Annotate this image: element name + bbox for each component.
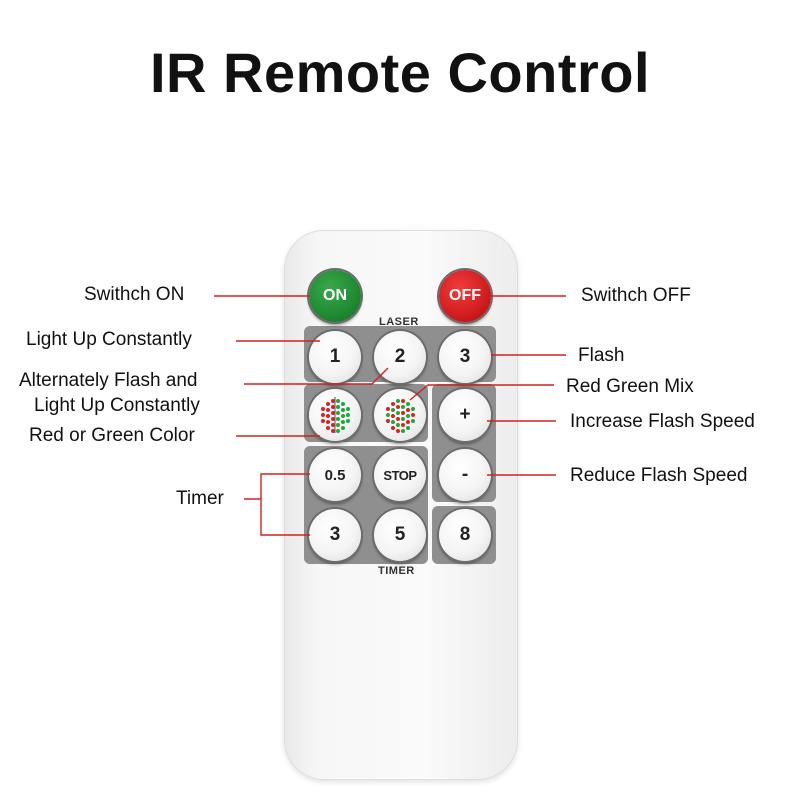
laser-label: LASER [379, 316, 419, 328]
red-green-mix-icon [386, 399, 415, 433]
off-button[interactable]: OFF [439, 270, 491, 322]
label-flash: Flash [578, 345, 625, 366]
button-2[interactable]: 2 [374, 331, 426, 383]
timer-0-5-button[interactable]: 0.5 [309, 449, 361, 501]
label-alternate-line1: Alternately Flash and [19, 370, 198, 391]
stop-button[interactable]: STOP [374, 449, 426, 501]
page-title: IR Remote Control [149, 41, 651, 104]
timer-label: TIMER [378, 565, 415, 577]
label-alternate-line2: Light Up Constantly [34, 395, 200, 416]
label-switch-on: Swithch ON [84, 284, 185, 305]
label-reduce: Reduce Flash Speed [570, 465, 748, 486]
button-3[interactable]: 3 [439, 331, 491, 383]
timer-3-button[interactable]: 3 [309, 509, 361, 561]
label-timer: Timer [176, 488, 224, 509]
label-red-green-mix: Red Green Mix [566, 376, 694, 397]
button-1[interactable]: 1 [309, 331, 361, 383]
label-increase: Increase Flash Speed [570, 411, 755, 432]
red-green-mix-button[interactable] [374, 389, 426, 441]
label-red-or-green: Red or Green Color [29, 425, 195, 446]
increase-speed-button[interactable]: + [439, 389, 491, 441]
label-light-up: Light Up Constantly [26, 329, 192, 350]
label-switch-off: Swithch OFF [581, 285, 691, 306]
red-green-split-icon [321, 397, 350, 433]
timer-5-button[interactable]: 5 [374, 509, 426, 561]
reduce-speed-button[interactable]: - [439, 449, 491, 501]
red-or-green-button[interactable] [309, 389, 361, 441]
timer-8-button[interactable]: 8 [439, 509, 491, 561]
on-button[interactable]: ON [309, 270, 361, 322]
